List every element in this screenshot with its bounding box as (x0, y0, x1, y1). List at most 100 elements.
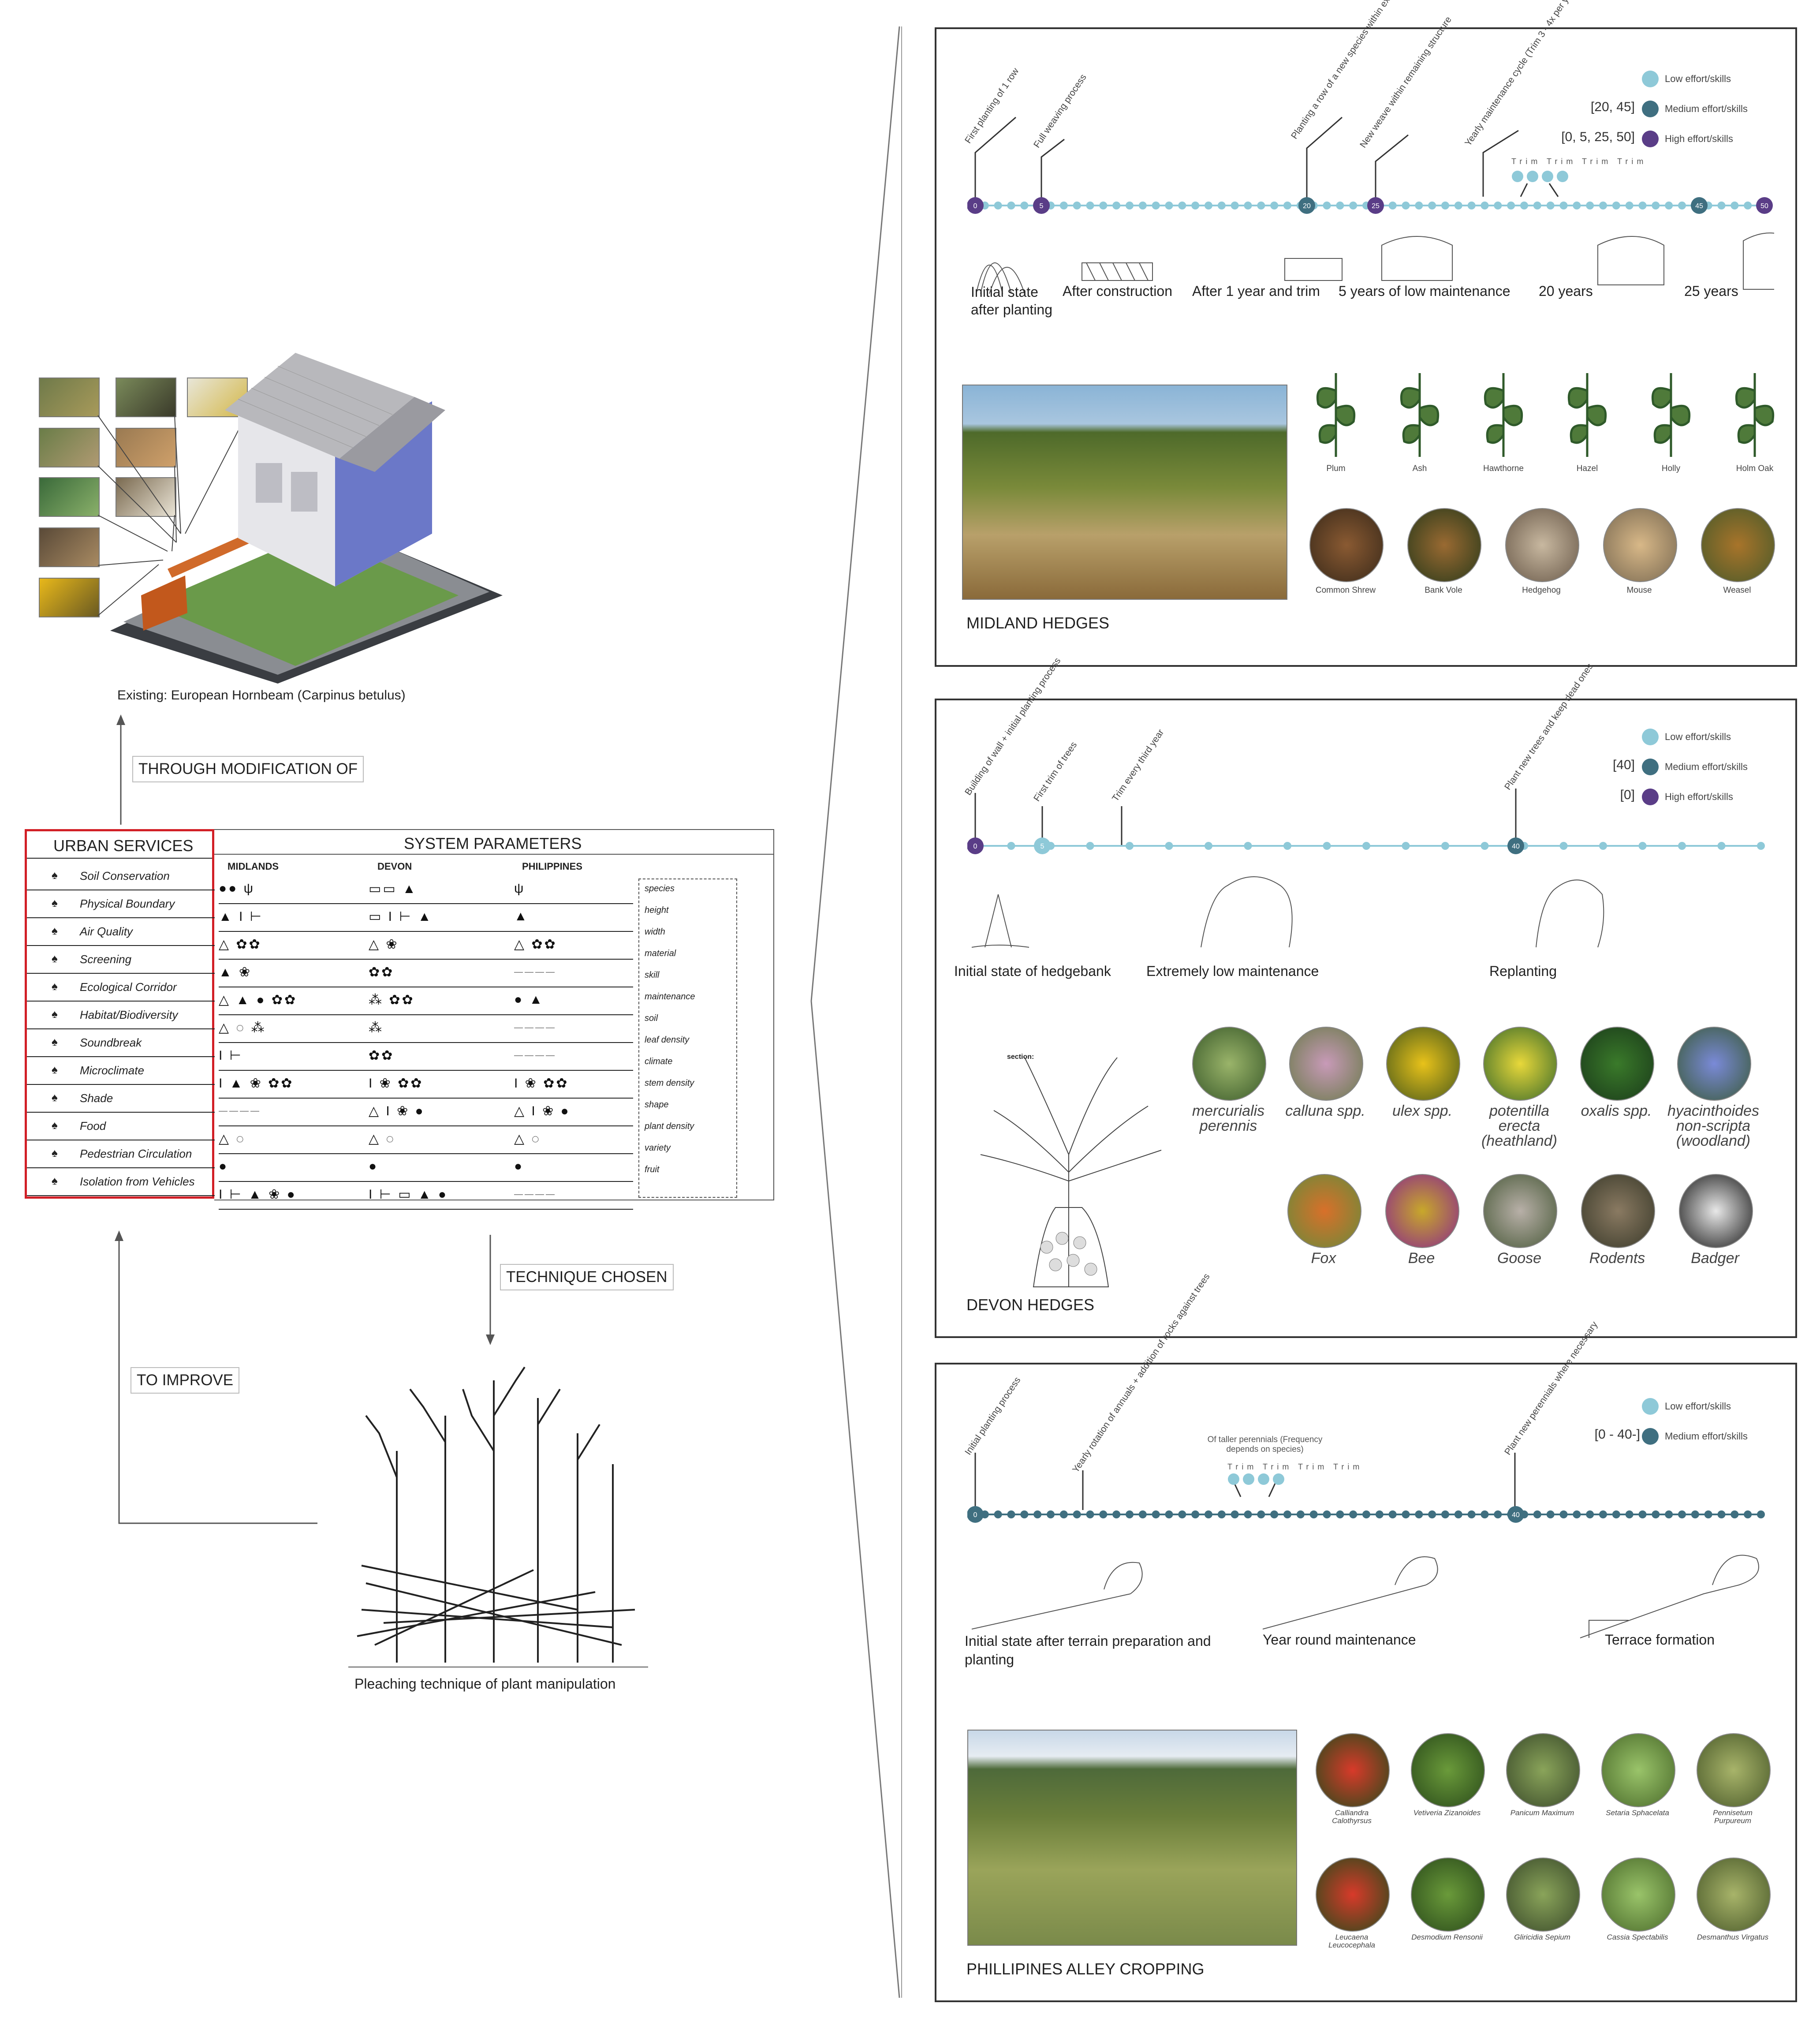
service-row: ♠Soundbreak (27, 1030, 215, 1057)
timeline-dot (1744, 1510, 1752, 1518)
timeline-dot (1165, 842, 1173, 850)
legend-low-label: Low effort/skills (1665, 731, 1731, 742)
legend-low-dot (1642, 1398, 1659, 1415)
legend-medium-range: [20, 45] (1590, 100, 1635, 114)
panel-devon-hedges: Low effort/skills [40] Medium effort/ski… (935, 656, 1797, 1338)
stage-sketches (976, 232, 1774, 294)
timeline-dot (1323, 1510, 1331, 1518)
fauna-image (1309, 508, 1384, 582)
leaf-illustration (1400, 373, 1440, 457)
timeline-marker (1507, 837, 1524, 854)
flora-image (1483, 1027, 1557, 1101)
timeline-dot (1138, 1510, 1147, 1518)
arrow-down-technique (486, 1235, 495, 1345)
timeline-dot (1126, 202, 1134, 209)
parameter-glyphs-devon: ▭▭ ▲ (369, 882, 418, 896)
fauna-image (1287, 1174, 1361, 1248)
timeline-dot (1362, 1510, 1370, 1518)
fauna-label: Rodents (1589, 1250, 1645, 1267)
flora-label: potentilla erecta (heathland) (1481, 1103, 1557, 1149)
timeline-dot (1336, 1510, 1344, 1518)
timeline-marker-label: 5 (1041, 843, 1044, 850)
photo-connector-lines (97, 415, 246, 616)
parameter-glyphs-midlands: △ ◌ (219, 1132, 246, 1146)
plant-image (1697, 1858, 1771, 1932)
timeline-dot (1205, 202, 1212, 209)
legend-low-label: Low effort/skills (1665, 73, 1731, 84)
timeline-dot (1559, 202, 1568, 209)
timeline-dot (1533, 1510, 1541, 1518)
people-icon: ♠ (52, 896, 58, 909)
service-row: ♠Microclimate (27, 1058, 215, 1085)
flora-image (1289, 1027, 1363, 1101)
parameter-row: △ ◌△ ◌△ ◌ (219, 1127, 633, 1154)
service-name: Isolation from Vehicles (80, 1175, 195, 1188)
legend-low-dot (1642, 729, 1659, 745)
plant-image (1316, 1858, 1390, 1932)
philippines-terrace-photo (967, 1730, 1297, 1946)
timeline-marker-label: 0 (973, 843, 977, 850)
flora-label: calluna spp. (1285, 1103, 1365, 1119)
legend-high-label: High effort/skills (1665, 133, 1733, 144)
fauna-image (1385, 1174, 1459, 1248)
plant-image (1506, 1733, 1580, 1807)
plant-label: Desmanthus Virgatus (1697, 1933, 1769, 1941)
timeline-dot (1099, 1510, 1108, 1518)
timeline-marker (1367, 197, 1384, 214)
trim-labels: Trim Trim Trim Trim (1511, 157, 1647, 166)
timeline-dot (1441, 842, 1449, 850)
timeline-dot (1454, 202, 1462, 209)
timeline-dot (1244, 202, 1252, 209)
urban-services-box: URBAN SERVICES ♠Soil Conservation♠Physic… (25, 829, 215, 1199)
plant-label: Cassia Spectabilis (1607, 1933, 1668, 1941)
flora-image (1580, 1027, 1654, 1101)
fauna-label: Common Shrew (1315, 586, 1376, 595)
parameter-glyphs-devon: ✿✿ (369, 1048, 395, 1063)
timeline-dot (1086, 842, 1094, 850)
timeline-dot (1178, 202, 1186, 209)
timeline-dot (1257, 202, 1265, 209)
parameter-glyphs-devon: ✿✿ (369, 965, 395, 979)
midland-hedge-photo (962, 385, 1287, 600)
perennials-note: Of taller perennials (Frequency depends … (1207, 1435, 1323, 1454)
timeline-marker-label: 20 (1303, 202, 1311, 210)
service-name: Physical Boundary (80, 897, 175, 910)
timeline-dot (1481, 202, 1489, 209)
timeline-marker (1034, 837, 1051, 854)
service-row: ♠Food (27, 1113, 215, 1140)
fauna-label: Bank Vole (1425, 586, 1462, 595)
flora-label: ulex spp. (1392, 1103, 1453, 1119)
parameter-glyphs-philippines: ———— (514, 1023, 556, 1032)
parameter-glyphs-midlands: ▲ I ⊢ (219, 909, 263, 924)
timeline-dot (1638, 1510, 1647, 1518)
timeline-marker (1756, 197, 1773, 214)
corridor-icon: ♠ (52, 979, 58, 993)
system-params-frame (214, 829, 774, 1200)
timeline-marker (1298, 197, 1315, 214)
timeline-dot (1730, 202, 1739, 209)
parameter-row: ————△ I ❀ ●△ I ❀ ● (219, 1099, 633, 1126)
stage-0: Initial state after planting (971, 284, 1053, 318)
timeline-dot (1165, 202, 1173, 209)
legend-medium-label: Medium effort/skills (1665, 761, 1748, 772)
service-name: Pedestrian Circulation (80, 1147, 192, 1160)
stage-1: Year round maintenance (1263, 1632, 1416, 1648)
timeline-event-lines (974, 116, 1559, 206)
service-row: ♠ Physical Boundary (27, 891, 215, 918)
parameter-glyphs-philippines: △ ✿✿ (514, 937, 557, 952)
service-name: Screening (80, 953, 132, 966)
timeline-dot (1533, 202, 1541, 209)
legend-medium-label: Medium effort/skills (1665, 1431, 1748, 1442)
screen-icon: ♠ (52, 952, 58, 965)
plant-image (1411, 1733, 1485, 1807)
timeline-marker (967, 837, 984, 854)
key-item: height (645, 905, 669, 915)
species-label: Ash (1412, 464, 1427, 473)
service-rows: ♠Soil Conservation♠Physical Boundary♠Air… (27, 863, 215, 1198)
timeline-dot (1138, 202, 1147, 209)
leaf-illustration (1651, 373, 1691, 457)
habitat-icon: ♠ (52, 1007, 58, 1020)
plant-label: Desmodium Rensonii (1411, 1933, 1483, 1941)
